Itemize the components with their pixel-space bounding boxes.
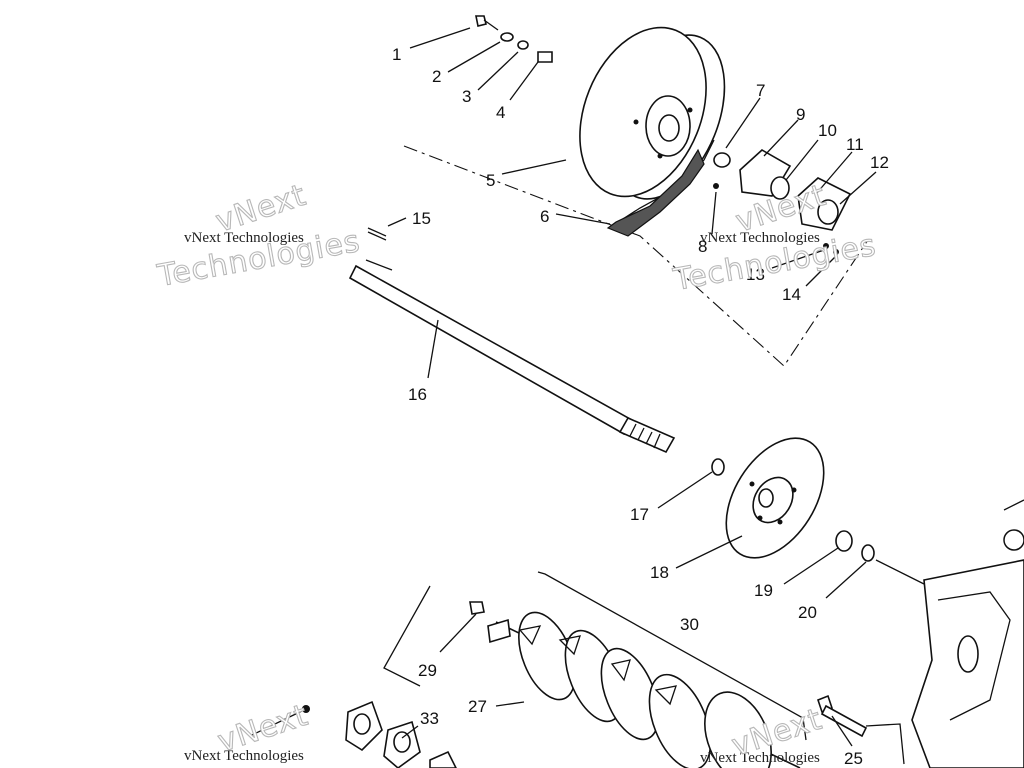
watermark-bottom-left: vNext Technologies vNext — [184, 697, 313, 764]
bolt-25 — [817, 694, 905, 765]
leader-lines — [249, 27, 877, 747]
drive-belt — [606, 148, 705, 237]
bolt-29 — [469, 601, 485, 615]
jackshaft-assembly — [487, 571, 807, 768]
callout-30: 30 — [680, 615, 699, 634]
callout-5: 5 — [486, 171, 495, 190]
callout-14: 14 — [782, 285, 801, 304]
callout-17: 17 — [630, 505, 649, 524]
callout-19: 19 — [754, 581, 773, 600]
callout-11: 11 — [846, 135, 864, 154]
callout-1: 1 — [392, 45, 401, 64]
snap-rings — [711, 458, 925, 585]
bearing-plates-bottom — [302, 700, 457, 768]
bearing-assembly — [713, 149, 852, 255]
watermark-text: vNext Technologies — [184, 748, 304, 764]
watermark-text: vNext Technologies — [700, 750, 820, 766]
brake-disc — [725, 437, 825, 559]
callout-9: 9 — [796, 105, 805, 124]
roll-pin — [367, 227, 387, 241]
callout-8: 8 — [698, 237, 707, 256]
drive-shaft — [348, 259, 676, 454]
callout-2: 2 — [432, 67, 441, 86]
callout-3: 3 — [462, 87, 471, 106]
callout-20: 20 — [798, 603, 817, 622]
watermark-text: vNext Technologies — [184, 230, 304, 246]
callout-4: 4 — [496, 103, 505, 122]
callout-25: 25 — [844, 749, 863, 768]
callout-10: 10 — [818, 121, 837, 140]
callout-18: 18 — [650, 563, 669, 582]
callout-6: 6 — [540, 207, 549, 226]
callout-15: 15 — [412, 209, 431, 228]
callout-numbers: 1 2 3 4 5 6 7 8 9 10 11 12 13 14 15 16 1… — [392, 45, 889, 768]
watermark-text: vNext Technologies — [700, 230, 820, 246]
chaincase-housing — [911, 499, 1024, 768]
watermark-left: vNext Technologies Technologies vNext — [154, 177, 364, 294]
assembly-bracket-bottom — [383, 585, 431, 687]
callout-29: 29 — [418, 661, 437, 680]
callout-7: 7 — [756, 81, 765, 100]
assembly-bracket-top — [403, 145, 869, 367]
callout-33: 33 — [420, 709, 439, 728]
callout-27: 27 — [468, 697, 487, 716]
callout-16: 16 — [408, 385, 427, 404]
callout-13: 13 — [746, 265, 765, 284]
callout-12: 12 — [870, 153, 889, 172]
drive-pulley — [579, 26, 726, 227]
bolt-and-washers — [475, 15, 553, 63]
